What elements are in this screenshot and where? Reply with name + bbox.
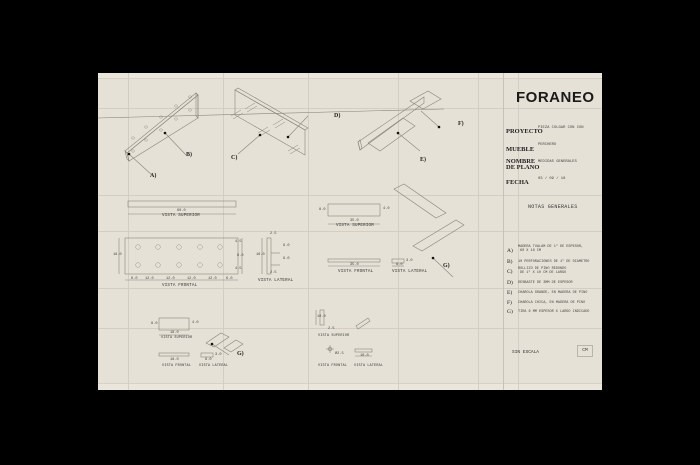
caption-board-side: VISTA LATERAL: [258, 279, 294, 283]
dim-tray-s-side-h: 3.0: [215, 353, 222, 357]
dim-offset: 12.0: [166, 277, 175, 281]
field-label-plano: DE PLANO: [506, 164, 540, 171]
note-text: 60 X 18 CM: [520, 249, 542, 253]
grid-line: [98, 288, 602, 289]
dim-offset: 12.0: [187, 277, 196, 281]
caption-tray-s-top: VISTA SUPERIOR: [161, 336, 193, 340]
field-label-proyecto: PROYECTO: [506, 128, 543, 135]
grid-line: [98, 108, 602, 109]
note-key: C): [507, 269, 513, 275]
dim-right: 9.0: [237, 254, 244, 258]
callout-f: F): [458, 121, 464, 127]
dim-peg-width: 2.5: [328, 327, 335, 331]
dim-peg-side: 10.0: [360, 354, 369, 358]
scale-label: SIN ESCALA: [512, 350, 540, 355]
note-text: DE 1" X 10 CM DE LARGO: [520, 271, 567, 275]
dim-peg-height: 10.0: [317, 315, 326, 319]
dim-tray-s-height: 8.0: [151, 322, 158, 326]
brand-logo: FORANEO: [516, 89, 595, 106]
note-key: A): [507, 248, 513, 254]
dim-offset: 6.0: [226, 277, 233, 281]
caption-tray-s-side: VISTA LATERAL: [199, 364, 229, 368]
note-text: MADERA TUALAM DE 1" DE ESPESOR,: [518, 245, 584, 249]
dim-side-right: 9.0: [283, 257, 290, 261]
dim-tray-l-right: 4.0: [383, 207, 390, 211]
note-text: CHAROLA GRANDE, EN MADERA DE PINO: [518, 291, 588, 295]
callout-g: G): [237, 351, 244, 357]
dim-right: 4.5: [235, 240, 242, 244]
note-key: G): [507, 309, 513, 315]
sheet-bottom-border: [98, 383, 602, 390]
title-block: [503, 73, 602, 390]
technical-drawings: [98, 87, 465, 358]
grid-line: [98, 328, 602, 329]
note-key: D): [507, 280, 513, 286]
dim-tray-l-width: 35.0: [350, 219, 359, 223]
field-label-fecha: FECHA: [506, 179, 529, 186]
callout-d: D): [334, 113, 341, 119]
field-value-nombre: MEDIDAS GENERALES: [538, 160, 577, 164]
caption-peg-top: VISTA SUPERIOR: [318, 334, 350, 338]
dim-tray-s-width: 18.0: [170, 331, 179, 335]
dim-side-top: 2.5: [270, 232, 277, 236]
field-value-fecha: 03 / 09 / 18: [538, 177, 566, 181]
note-key: E): [507, 290, 513, 296]
dim-offset: 12.0: [208, 277, 217, 281]
grid-line: [98, 231, 602, 232]
note-text: CHAROLA CHICA, EN MADERA DE PINO: [518, 301, 586, 305]
dim-peg-dia: Ø2.5: [335, 352, 344, 356]
note-key: F): [507, 300, 512, 306]
dim-side-height: 18.0: [256, 253, 265, 257]
dim-tray-s-front: 18.0: [170, 358, 179, 362]
callout-b: B): [186, 152, 192, 158]
callout-e: E): [420, 157, 426, 163]
caption-peg-side: VISTA LATERAL: [354, 364, 384, 368]
dim-side-right: 9.0: [283, 244, 290, 248]
dim-tray-l-side-h: 3.0: [406, 259, 413, 263]
dim-side-bottom: 2.5: [270, 271, 277, 275]
notes-title: NOTAS GENERALES: [528, 204, 578, 210]
dim-board-height: 18.0: [113, 253, 122, 257]
note-text: TIRA 6 MM ESPESOR X LARGO INDICADO: [518, 310, 590, 314]
field-label-mueble: MUEBLE: [506, 146, 535, 153]
grid-line: [98, 195, 602, 196]
dim-offset: 12.0: [145, 277, 154, 281]
caption-board-top: VISTA SUPERIOR: [162, 214, 200, 218]
dim-right: 4.5: [235, 267, 242, 271]
callout-c: C): [231, 155, 238, 161]
sheet-top-border: [98, 73, 602, 79]
blueprint-sheet: A) B) C) D) E) F) G) G) 60.0 VISTA SUPER…: [98, 73, 602, 390]
caption-tray-l-front: VISTA FRONTAL: [338, 270, 374, 274]
dim-tray-s-right: 4.0: [192, 321, 199, 325]
note-text: ROLLIZO DE PINO REDONDO: [518, 267, 567, 271]
field-value-proyecto: PIEZA COLGAR CON CON: [538, 126, 584, 130]
caption-tray-l-side: VISTA LATERAL: [392, 270, 428, 274]
field-value-mueble: PERCHERO: [538, 143, 557, 147]
caption-tray-s-front: VISTA FRONTAL: [162, 364, 192, 368]
note-text: 10 PERFORACIONES DE 1" DE DIAMETRO: [518, 260, 590, 264]
dim-board-width: 60.0: [177, 209, 186, 213]
dim-offset: 6.0: [131, 277, 138, 281]
unit-box: CM: [577, 345, 593, 357]
caption-tray-l-top: VISTA SUPERIOR: [336, 224, 374, 228]
callout-g: G): [443, 263, 450, 269]
caption-board-front: VISTA FRONTAL: [162, 284, 198, 288]
callout-a: A): [150, 173, 157, 179]
note-text: DESBASTE DE 3MM DE ESPESOR: [518, 281, 573, 285]
dim-tray-l-height: 8.0: [319, 208, 326, 212]
dim-tray-l-front: 35.0: [350, 263, 359, 267]
note-key: B): [507, 259, 513, 265]
caption-peg-front: VISTA FRONTAL: [318, 364, 348, 368]
dim-tray-l-side-w: 8.0: [396, 263, 403, 267]
field-label-nombre: NOMBRE: [506, 158, 536, 165]
dim-tray-s-side-w: 8.0: [205, 358, 212, 362]
